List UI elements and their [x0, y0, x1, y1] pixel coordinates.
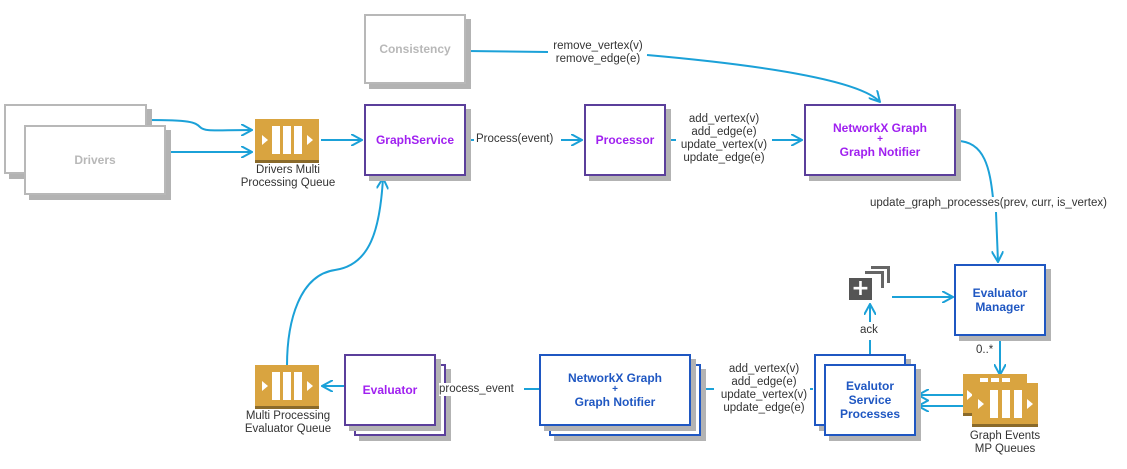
- graphservice-node[interactable]: GraphService: [364, 104, 466, 176]
- evaluator-label: Evaluator: [362, 383, 418, 397]
- graphservice-label: GraphService: [375, 133, 455, 147]
- graph-ops-edge-label: add_vertex(v) add_edge(e) update_vertex(…: [680, 113, 768, 164]
- edge-graph-to-manager: [956, 140, 998, 262]
- evaluator-service-line1: Evalutor: [845, 379, 894, 393]
- drivers-node[interactable]: Drivers: [24, 125, 166, 195]
- networkx-line1: NetworkX Graph: [832, 121, 928, 135]
- drivers-queue-icon[interactable]: [255, 119, 319, 163]
- evaluator-service-processes-node[interactable]: Evalutor Service Processes: [824, 364, 916, 436]
- remove-ops-edge-label: remove_vertex(v) remove_edge(e): [553, 40, 643, 65]
- process-event-label: process_event: [439, 383, 514, 396]
- processor-label: Processor: [595, 133, 655, 147]
- networkx-graph-notifier-bottom-node[interactable]: NetworkX Graph + Graph Notifier: [539, 354, 691, 426]
- drivers-label: Drivers: [74, 153, 116, 167]
- evaluator-queue-icon[interactable]: [255, 365, 319, 409]
- update-graph-processes-edge-label: update_graph_processes(prev, curr, is_ve…: [870, 197, 1107, 210]
- evaluator-service-line2: Service: [848, 393, 892, 407]
- networkx-bottom-line3: Graph Notifier: [574, 395, 656, 409]
- evaluator-manager-node[interactable]: Evaluator Manager: [954, 264, 1046, 336]
- drivers-queue-label: Drivers Multi Processing Queue: [240, 164, 336, 189]
- graph-events-queue-icon[interactable]: [972, 383, 1038, 427]
- networkx-graph-notifier-node[interactable]: NetworkX Graph + Graph Notifier: [804, 104, 956, 176]
- networkx-line2: +: [877, 134, 883, 145]
- process-event-edge-label: Process(event): [476, 133, 554, 146]
- evaluator-queue-label: Multi Processing Evaluator Queue: [244, 410, 332, 435]
- spawn-process-icon[interactable]: +: [849, 266, 891, 302]
- edge-evalqueue-to-graphservice: [286, 178, 383, 367]
- multiplicity-label: 0..*: [976, 344, 994, 356]
- ack-edge-label: ack: [860, 324, 878, 337]
- service-graph-ops-edge-label: add_vertex(v) add_edge(e) update_vertex(…: [720, 363, 808, 414]
- networkx-line3: Graph Notifier: [839, 145, 921, 159]
- evaluator-manager-line2: Manager: [975, 300, 1025, 314]
- networkx-bottom-line2: +: [612, 384, 618, 395]
- processor-node[interactable]: Processor: [584, 104, 666, 176]
- consistency-label: Consistency: [379, 42, 451, 56]
- evaluator-manager-line1: Evaluator: [972, 286, 1028, 300]
- consistency-node[interactable]: Consistency: [364, 14, 466, 84]
- edge-consistency-to-graph: [466, 50, 880, 102]
- networkx-bottom-line1: NetworkX Graph: [567, 371, 663, 385]
- graph-events-queue-label: Graph Events MP Queues: [969, 430, 1041, 455]
- evaluator-node[interactable]: Evaluator: [344, 354, 436, 426]
- edge-drivers-back-to-queue: [146, 119, 252, 130]
- evaluator-service-line3: Processes: [839, 407, 901, 421]
